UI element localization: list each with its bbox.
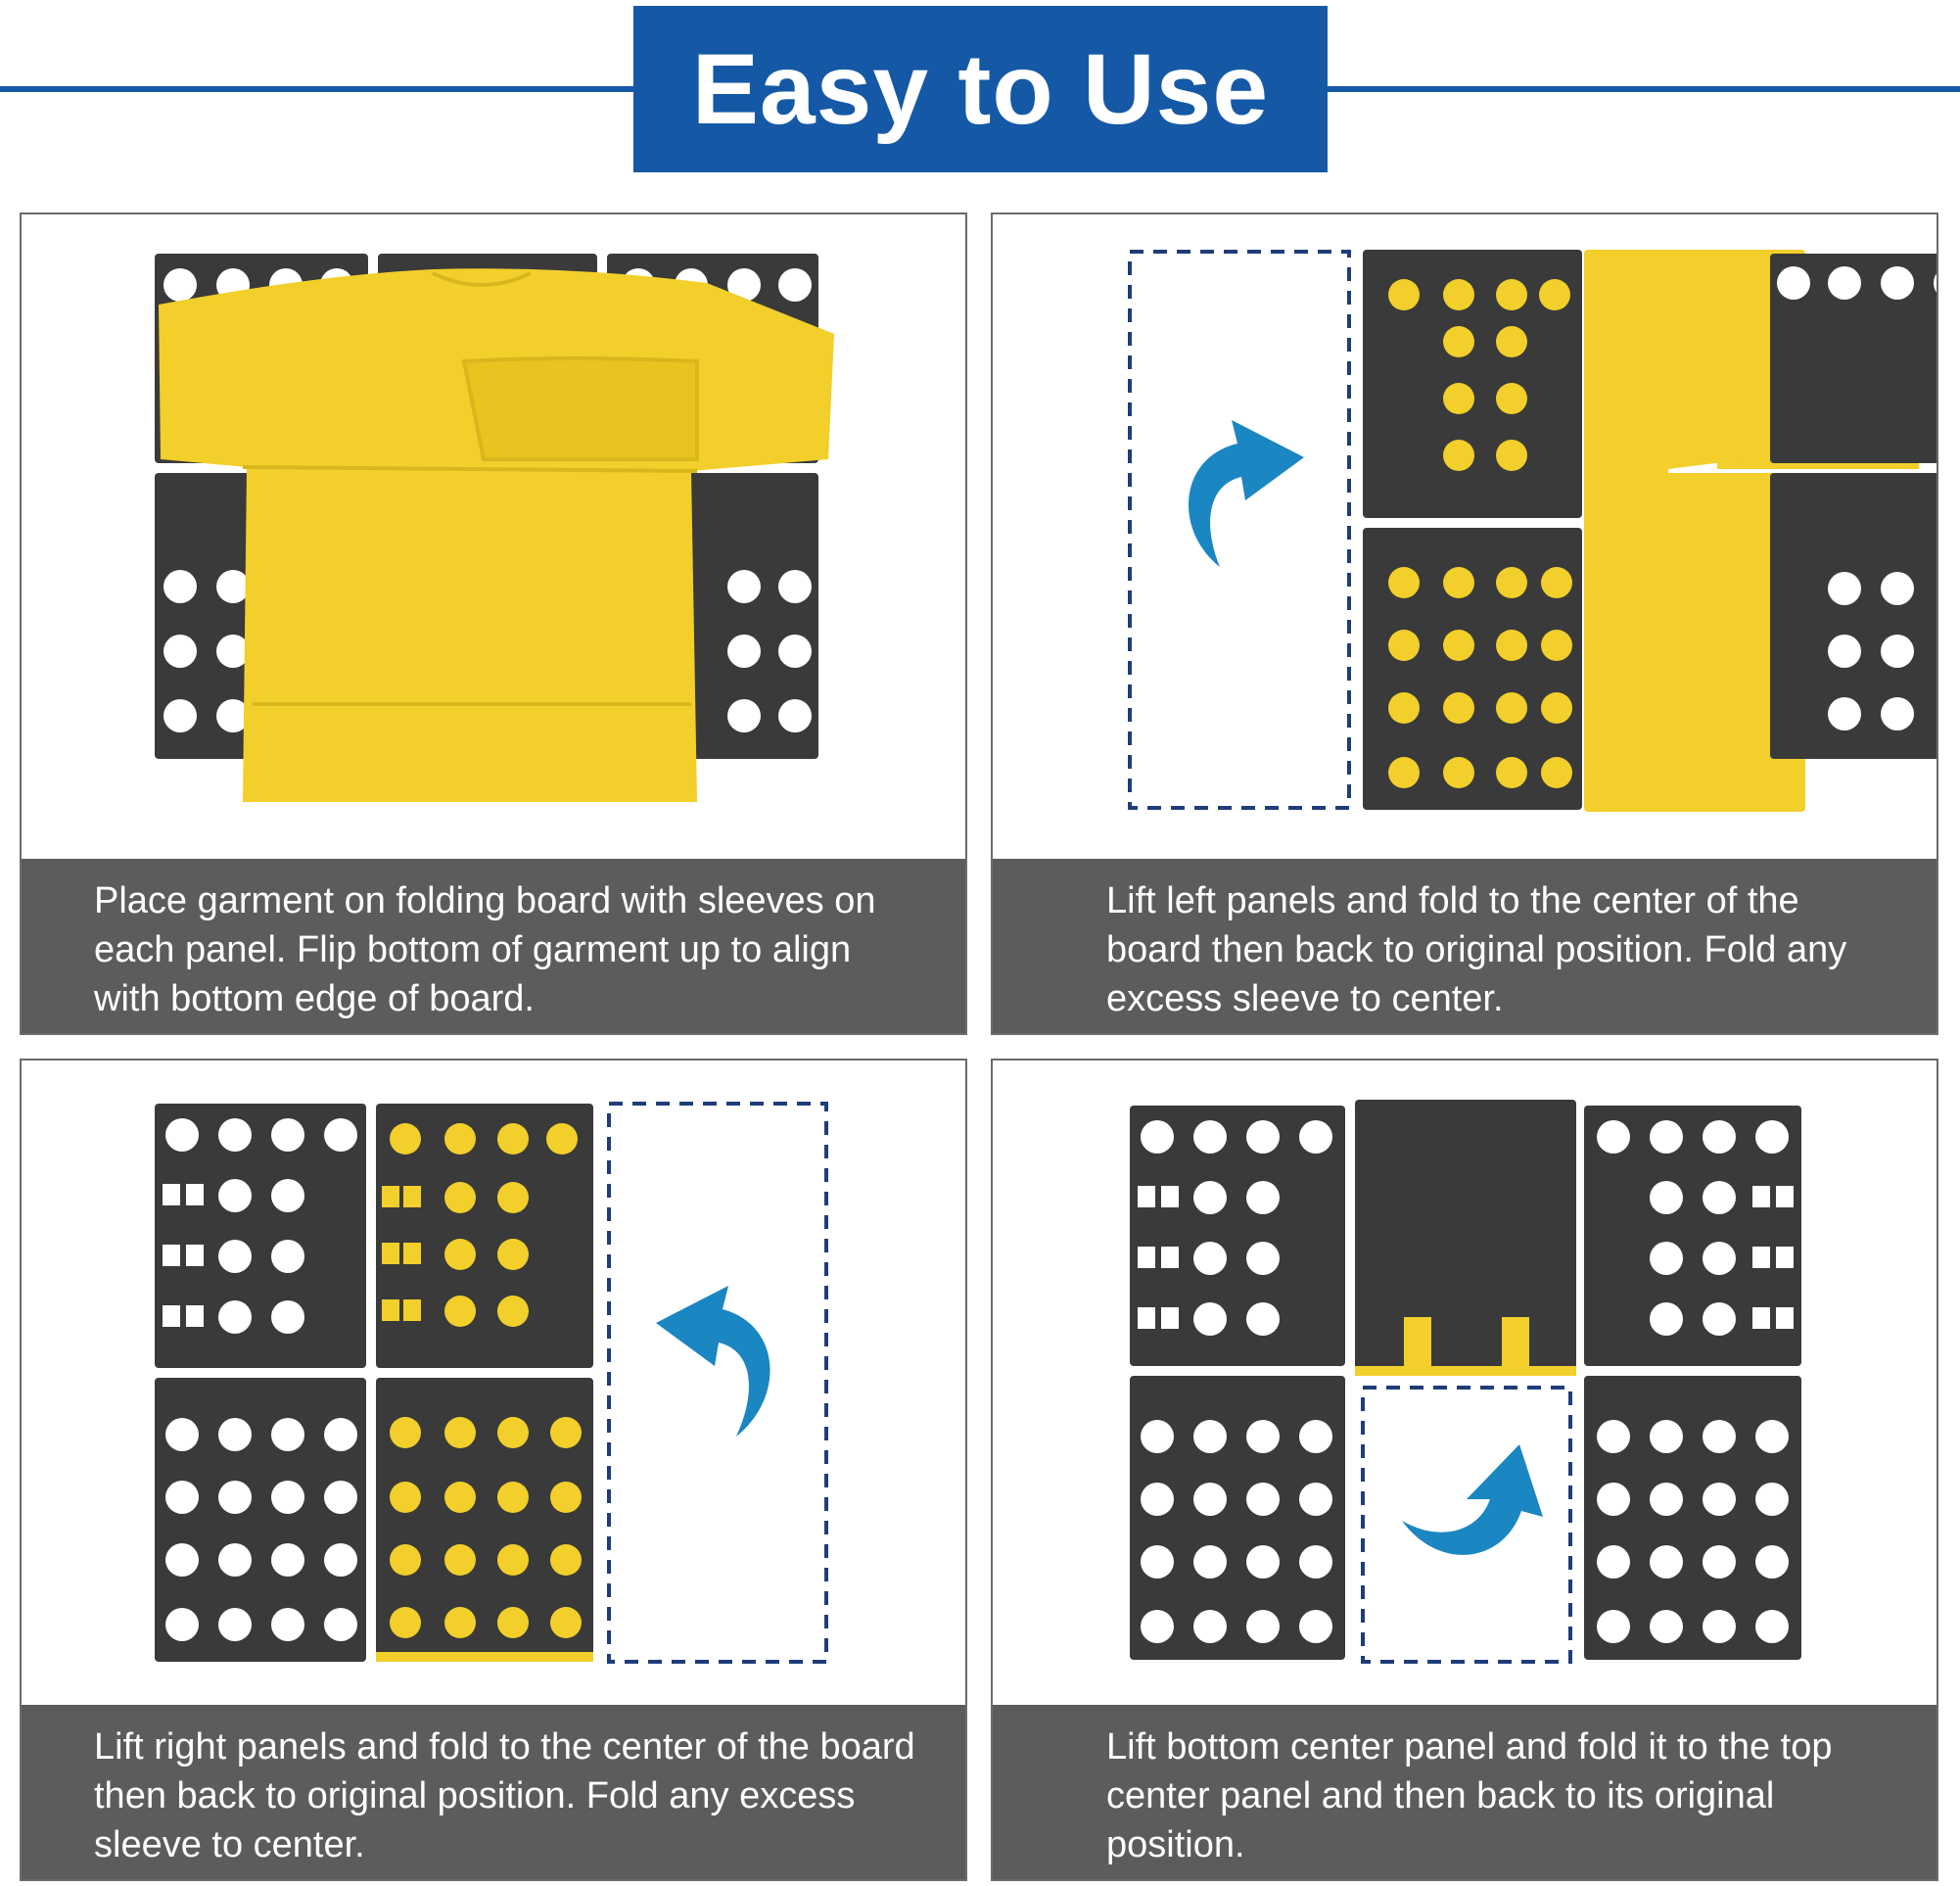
header-rule-left [0,86,636,92]
step-2-caption: Lift left panels and fold to the center … [993,859,1937,1033]
step-2-panel: Lift left panels and fold to the center … [991,212,1938,1035]
folding-board [1130,1100,1801,1660]
bottom-panel-outline [1361,1386,1572,1664]
step-4-panel: Lift bottom center panel and fold it to … [991,1059,1938,1881]
step-4-caption: Lift bottom center panel and fold it to … [993,1705,1937,1879]
step-3-caption: Lift right panels and fold to the center… [22,1705,965,1879]
step-3-panel: Lift right panels and fold to the center… [20,1059,967,1881]
yellow-holes [1388,279,1572,788]
yellow-garment [159,268,834,803]
step-1-illustration [155,254,834,803]
step-3-illustration [155,1102,828,1664]
header-rule-right [1326,86,1960,92]
right-board-panels [1584,254,1937,802]
curved-arrow-left-icon [656,1286,770,1437]
curved-arrow-up-icon [1402,1444,1543,1555]
right-panel-outline [607,1102,828,1664]
curved-arrow-right-icon [1189,420,1304,567]
step-4-illustration [1130,1100,1801,1664]
step-2-illustration [1128,250,1937,812]
page-title: Easy to Use [633,6,1328,172]
step-1-caption: Place garment on folding board with slee… [22,859,965,1033]
left-panel-outline [1128,250,1351,810]
folding-board [155,1104,593,1662]
step-1-panel: Place garment on folding board with slee… [20,212,967,1035]
